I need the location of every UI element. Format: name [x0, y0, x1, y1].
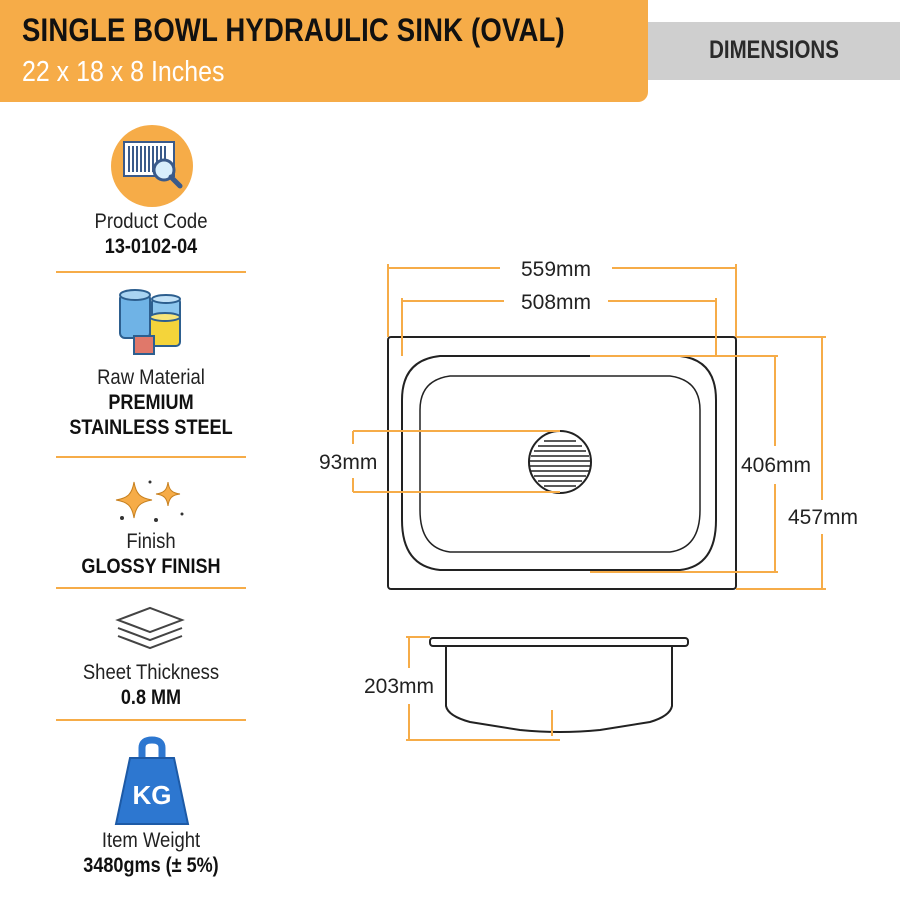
- title-banner: [0, 0, 648, 102]
- depth-label: 203mm: [364, 675, 434, 698]
- spec-value: 3480gms (± 5%): [83, 854, 219, 877]
- spec-finish: Finish GLOSSY FINISH: [56, 530, 246, 579]
- kg-weight-icon: KG: [112, 736, 192, 828]
- divider: [56, 456, 246, 458]
- drain-strainer: [528, 430, 592, 494]
- spec-label: Product Code: [94, 210, 208, 233]
- spec-item-weight: Item Weight 3480gms (± 5%): [56, 829, 246, 878]
- side-view: [429, 637, 689, 736]
- sparkle-icon: [112, 474, 192, 530]
- divider: [56, 719, 246, 721]
- spec-value-line-2: STAINLESS STEEL: [69, 416, 233, 439]
- spec-raw-material: Raw Material PREMIUM STAINLESS STEEL: [56, 366, 246, 440]
- material-barrels-icon: [112, 284, 192, 360]
- spec-value-line-1: PREMIUM: [108, 391, 194, 414]
- spec-value: GLOSSY FINISH: [81, 555, 221, 578]
- divider: [56, 271, 246, 273]
- spec-label: Raw Material: [97, 366, 205, 389]
- spec-label: Sheet Thickness: [82, 661, 220, 684]
- product-size-subtitle: 22 x 18 x 8 Inches: [22, 56, 225, 88]
- product-title: SINGLE BOWL HYDRAULIC SINK (OVAL): [22, 12, 565, 48]
- dimensions-tab: DIMENSIONS: [648, 22, 900, 80]
- dimension-lines: [352, 264, 826, 741]
- overall-length-label: 457mm: [788, 506, 858, 529]
- sheet-stack-icon: [112, 604, 188, 654]
- top-view: [387, 336, 737, 590]
- dimensions-tab-label: DIMENSIONS: [709, 36, 839, 64]
- bowl-length-label: 406mm: [741, 454, 811, 477]
- spec-sheet-thickness: Sheet Thickness 0.8 MM: [56, 661, 246, 710]
- drain-diameter-label: 93mm: [319, 451, 377, 474]
- spec-value: 13-0102-04: [104, 235, 198, 258]
- overall-width-label: 559mm: [521, 258, 591, 281]
- spec-label: Item Weight: [101, 829, 201, 852]
- spec-value: 0.8 MM: [120, 686, 182, 709]
- spec-label: Finish: [126, 530, 176, 553]
- spec-product-code: Product Code 13-0102-04: [56, 210, 246, 259]
- bowl-width-label: 508mm: [521, 291, 591, 314]
- divider: [56, 587, 246, 589]
- barcode-search-icon: [110, 124, 194, 208]
- kg-label: KG: [133, 780, 172, 810]
